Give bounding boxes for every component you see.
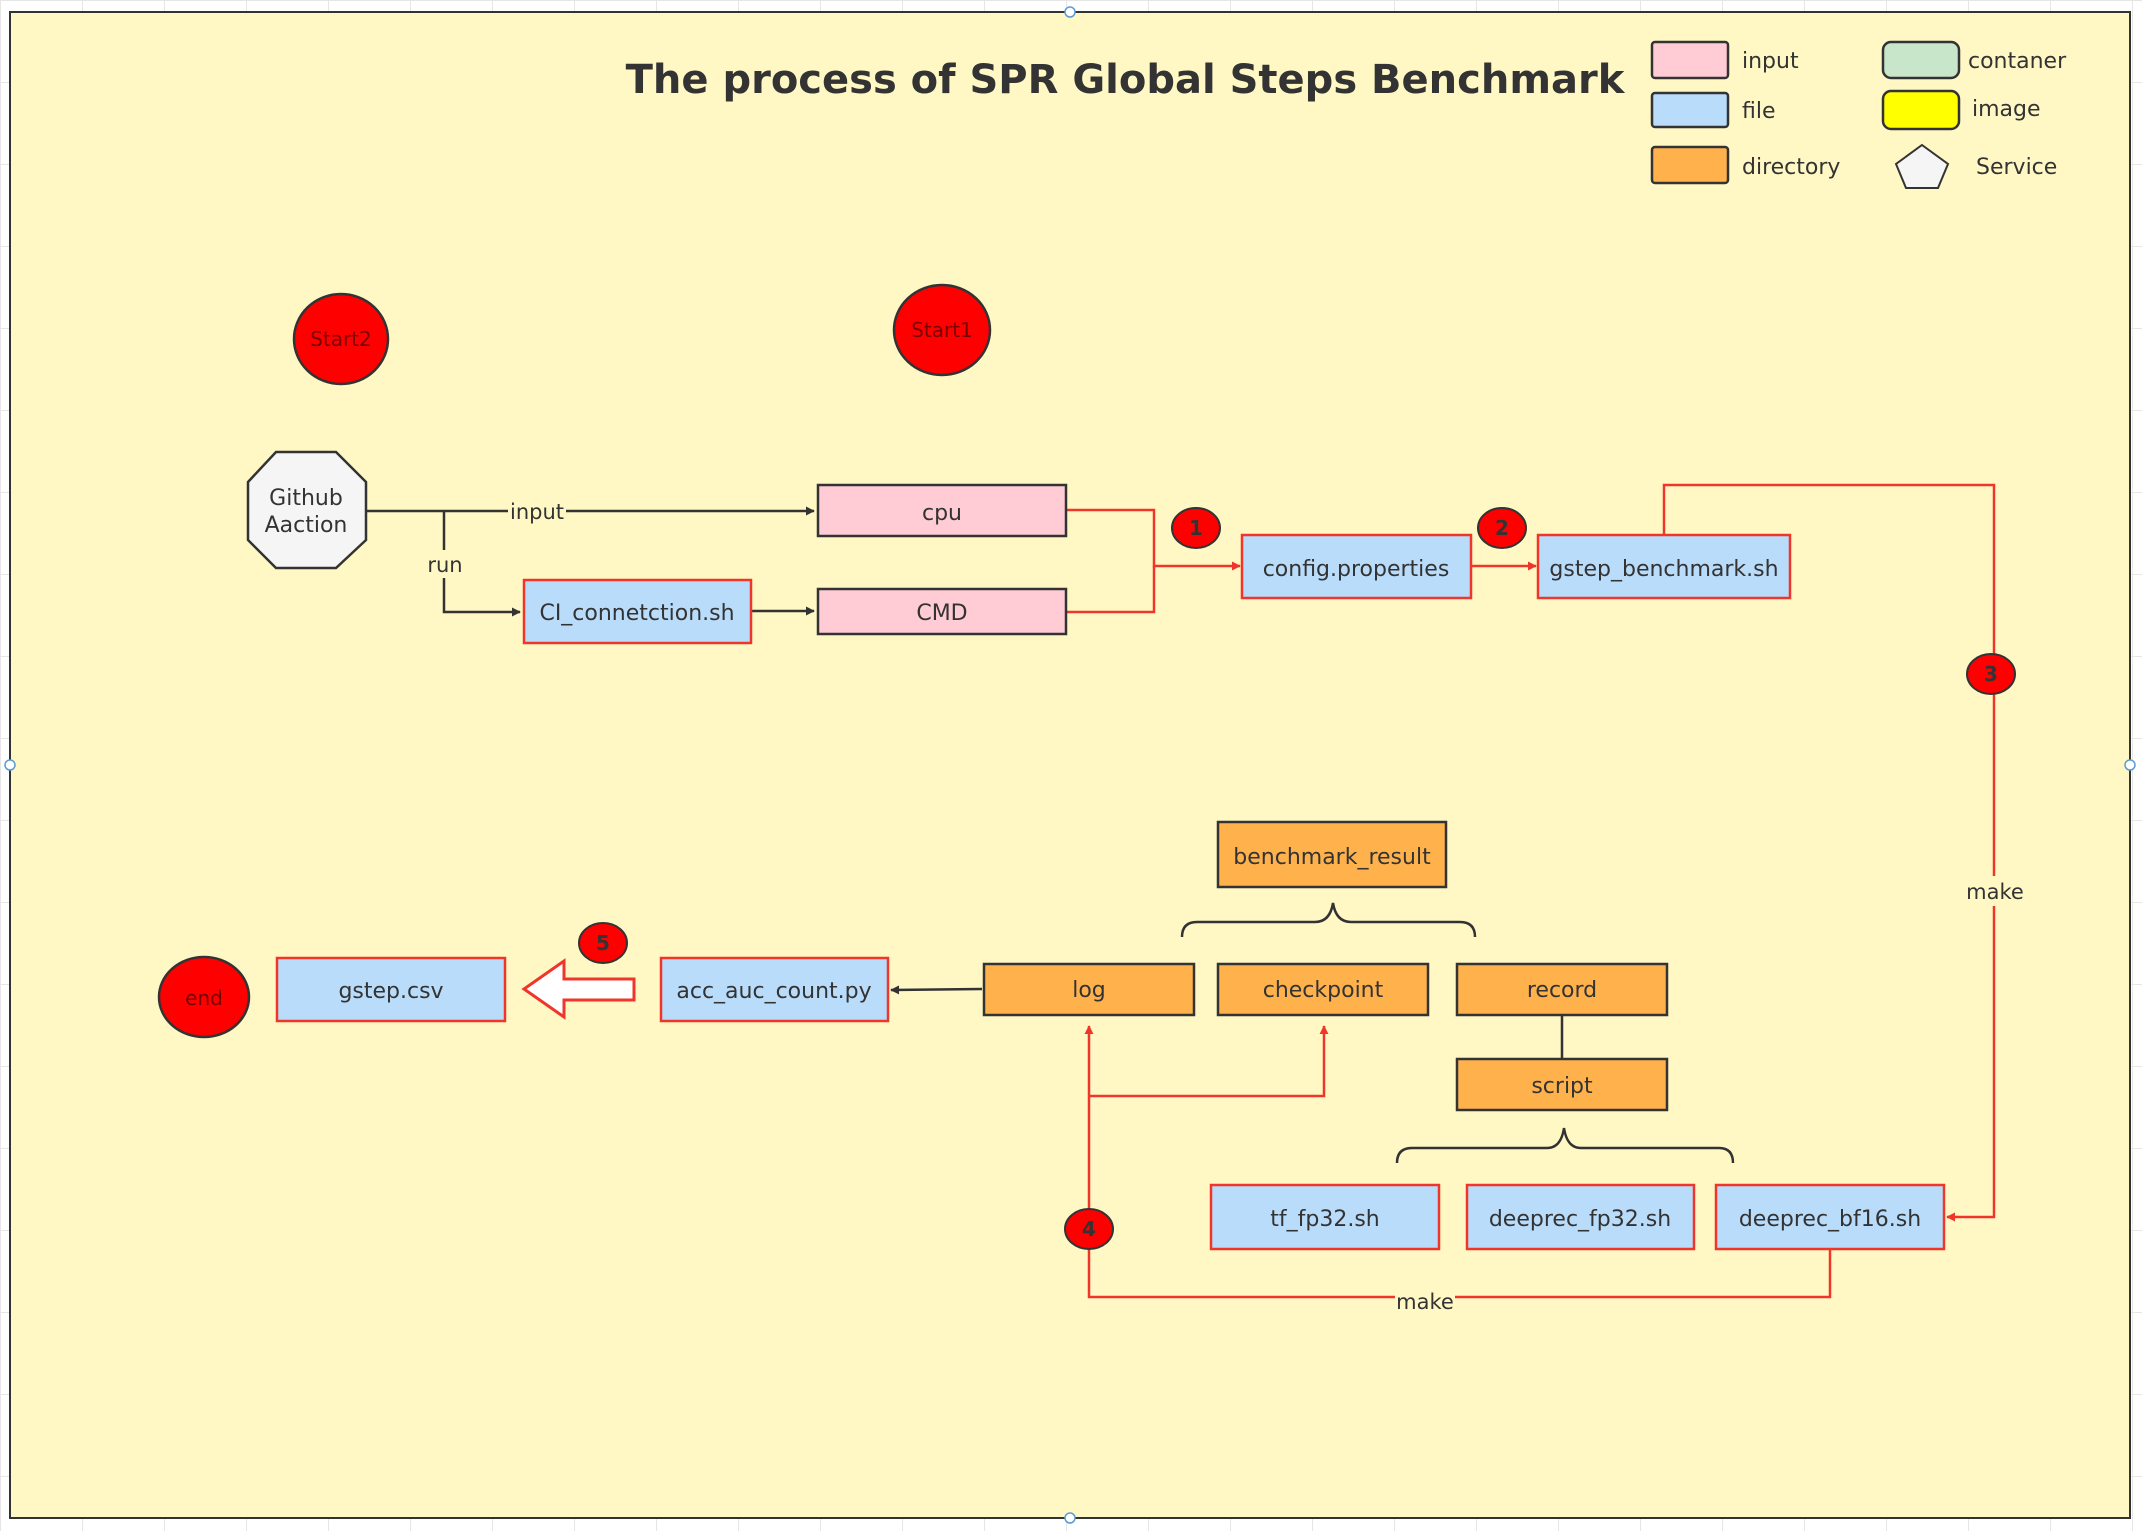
checkpoint-label: checkpoint [1263, 978, 1384, 1003]
brace-script [1395, 1127, 1735, 1164]
github-action-node[interactable] [246, 450, 368, 570]
edge-log-to-acc[interactable] [890, 985, 983, 995]
end-label: end [185, 986, 223, 1010]
diagram-frame [9, 11, 2131, 1519]
log-node[interactable] [982, 962, 1196, 1017]
deeprec-fp32-label: deeprec_fp32.sh [1489, 1207, 1671, 1232]
start2-node[interactable] [292, 292, 390, 386]
edge-label-make-bottom-bg [1395, 1287, 1455, 1313]
end-node[interactable] [157, 955, 251, 1039]
step-badge-4-label: 4 [1082, 1217, 1096, 1241]
acc-auc-count-node[interactable] [659, 956, 890, 1023]
benchmark-result-label: benchmark_result [1233, 845, 1431, 870]
tf-fp32-node[interactable] [1209, 1183, 1441, 1251]
step-badge-1 [1171, 507, 1221, 549]
resize-handle-left[interactable] [4, 759, 16, 771]
legend-label-input: input [1742, 49, 1799, 74]
edge-label-input-bg [508, 497, 566, 525]
cpu-node[interactable] [816, 483, 1068, 538]
script-node[interactable] [1455, 1057, 1669, 1112]
config-properties-label: config.properties [1263, 557, 1450, 582]
step-badge-1-label: 1 [1189, 516, 1203, 540]
edge-label-make-right-bg [1965, 876, 2025, 906]
resize-handle-right[interactable] [2124, 759, 2136, 771]
edge-cmd-to-config[interactable] [1066, 566, 1156, 614]
legend-swatch-directory [1650, 145, 1730, 185]
cpu-label: cpu [922, 501, 962, 526]
checkpoint-node[interactable] [1216, 962, 1430, 1017]
cmd-label: CMD [916, 601, 967, 626]
edge-labels: input run make make [426, 497, 2025, 1314]
legend-label-service: Service [1976, 155, 2057, 180]
deeprec-bf16-node[interactable] [1714, 1183, 1946, 1251]
config-properties-node[interactable] [1240, 533, 1473, 600]
edge-label-make-right: make [1966, 880, 2024, 904]
legend-label-image: image [1972, 97, 2041, 122]
resize-handle-top[interactable] [1064, 6, 1076, 18]
legend-swatch-file [1650, 91, 1730, 129]
script-label: script [1531, 1074, 1593, 1099]
edge-label-run-bg [426, 550, 466, 578]
step-badge-2-label: 2 [1495, 516, 1509, 540]
start1-label: Start1 [911, 318, 973, 342]
edge-cpu-to-config[interactable] [1066, 508, 1241, 571]
step-badge-3-label: 3 [1984, 662, 1998, 686]
legend-label-container: contaner [1968, 49, 2067, 74]
gstep-csv-label: gstep.csv [338, 979, 443, 1004]
log-label: log [1072, 978, 1106, 1003]
step-badges: 1 2 3 4 5 [578, 507, 2016, 1250]
step-badge-5 [578, 922, 628, 964]
legend-swatch-input [1650, 40, 1730, 80]
edge-label-run: run [427, 553, 462, 577]
edge-github-to-ci[interactable] [442, 511, 521, 617]
deeprec-bf16-label: deeprec_bf16.sh [1739, 1207, 1921, 1232]
ci-connection-node[interactable] [522, 578, 753, 645]
step-badge-5-label: 5 [596, 931, 610, 955]
edge-bf16-to-log[interactable] [1084, 1025, 1832, 1299]
edge-to-checkpoint[interactable] [1089, 1025, 1329, 1098]
ci-connection-label: CI_connetction.sh [539, 601, 734, 626]
start1-node[interactable] [892, 283, 992, 377]
arrow-acc-to-csv[interactable] [521, 958, 636, 1020]
step-badge-4 [1064, 1208, 1114, 1250]
brace-benchmark-result [1180, 902, 1477, 938]
benchmark-result-node[interactable] [1216, 820, 1448, 889]
edge-gstep-to-bf16[interactable] [1662, 483, 1996, 1222]
edge-label-make-bottom: make [1396, 1290, 1454, 1314]
legend-swatch-container [1881, 40, 1961, 80]
step-badge-3 [1966, 653, 2016, 695]
terminal-nodes: Start2 Start1 end [157, 283, 992, 1039]
legend-label-directory: directory [1742, 155, 1840, 180]
cmd-node[interactable] [816, 587, 1068, 636]
edge-label-input: input [510, 500, 564, 524]
legend-swatch-image [1881, 89, 1961, 131]
resize-handle-bottom[interactable] [1064, 1512, 1076, 1524]
gstep-csv-node[interactable] [275, 956, 507, 1023]
record-label: record [1527, 978, 1597, 1003]
legend-label-file: file [1742, 99, 1776, 124]
github-action-label-line2: Aaction [265, 513, 348, 538]
tf-fp32-label: tf_fp32.sh [1270, 1207, 1379, 1232]
legend: input file directory contaner image Serv… [1650, 40, 2067, 189]
gstep-benchmark-node[interactable] [1536, 533, 1792, 600]
gstep-benchmark-label: gstep_benchmark.sh [1549, 557, 1778, 582]
acc-auc-count-label: acc_auc_count.py [676, 979, 871, 1004]
diagram-title: The process of SPR Global Steps Benchmar… [626, 57, 1626, 103]
connectors [366, 483, 1996, 1299]
legend-swatch-service [1894, 143, 1950, 189]
deeprec-fp32-node[interactable] [1465, 1183, 1696, 1251]
step-badge-2 [1477, 507, 1527, 549]
start2-label: Start2 [310, 327, 372, 351]
record-node[interactable] [1455, 962, 1669, 1017]
github-action-label-line1: Github [269, 486, 343, 511]
